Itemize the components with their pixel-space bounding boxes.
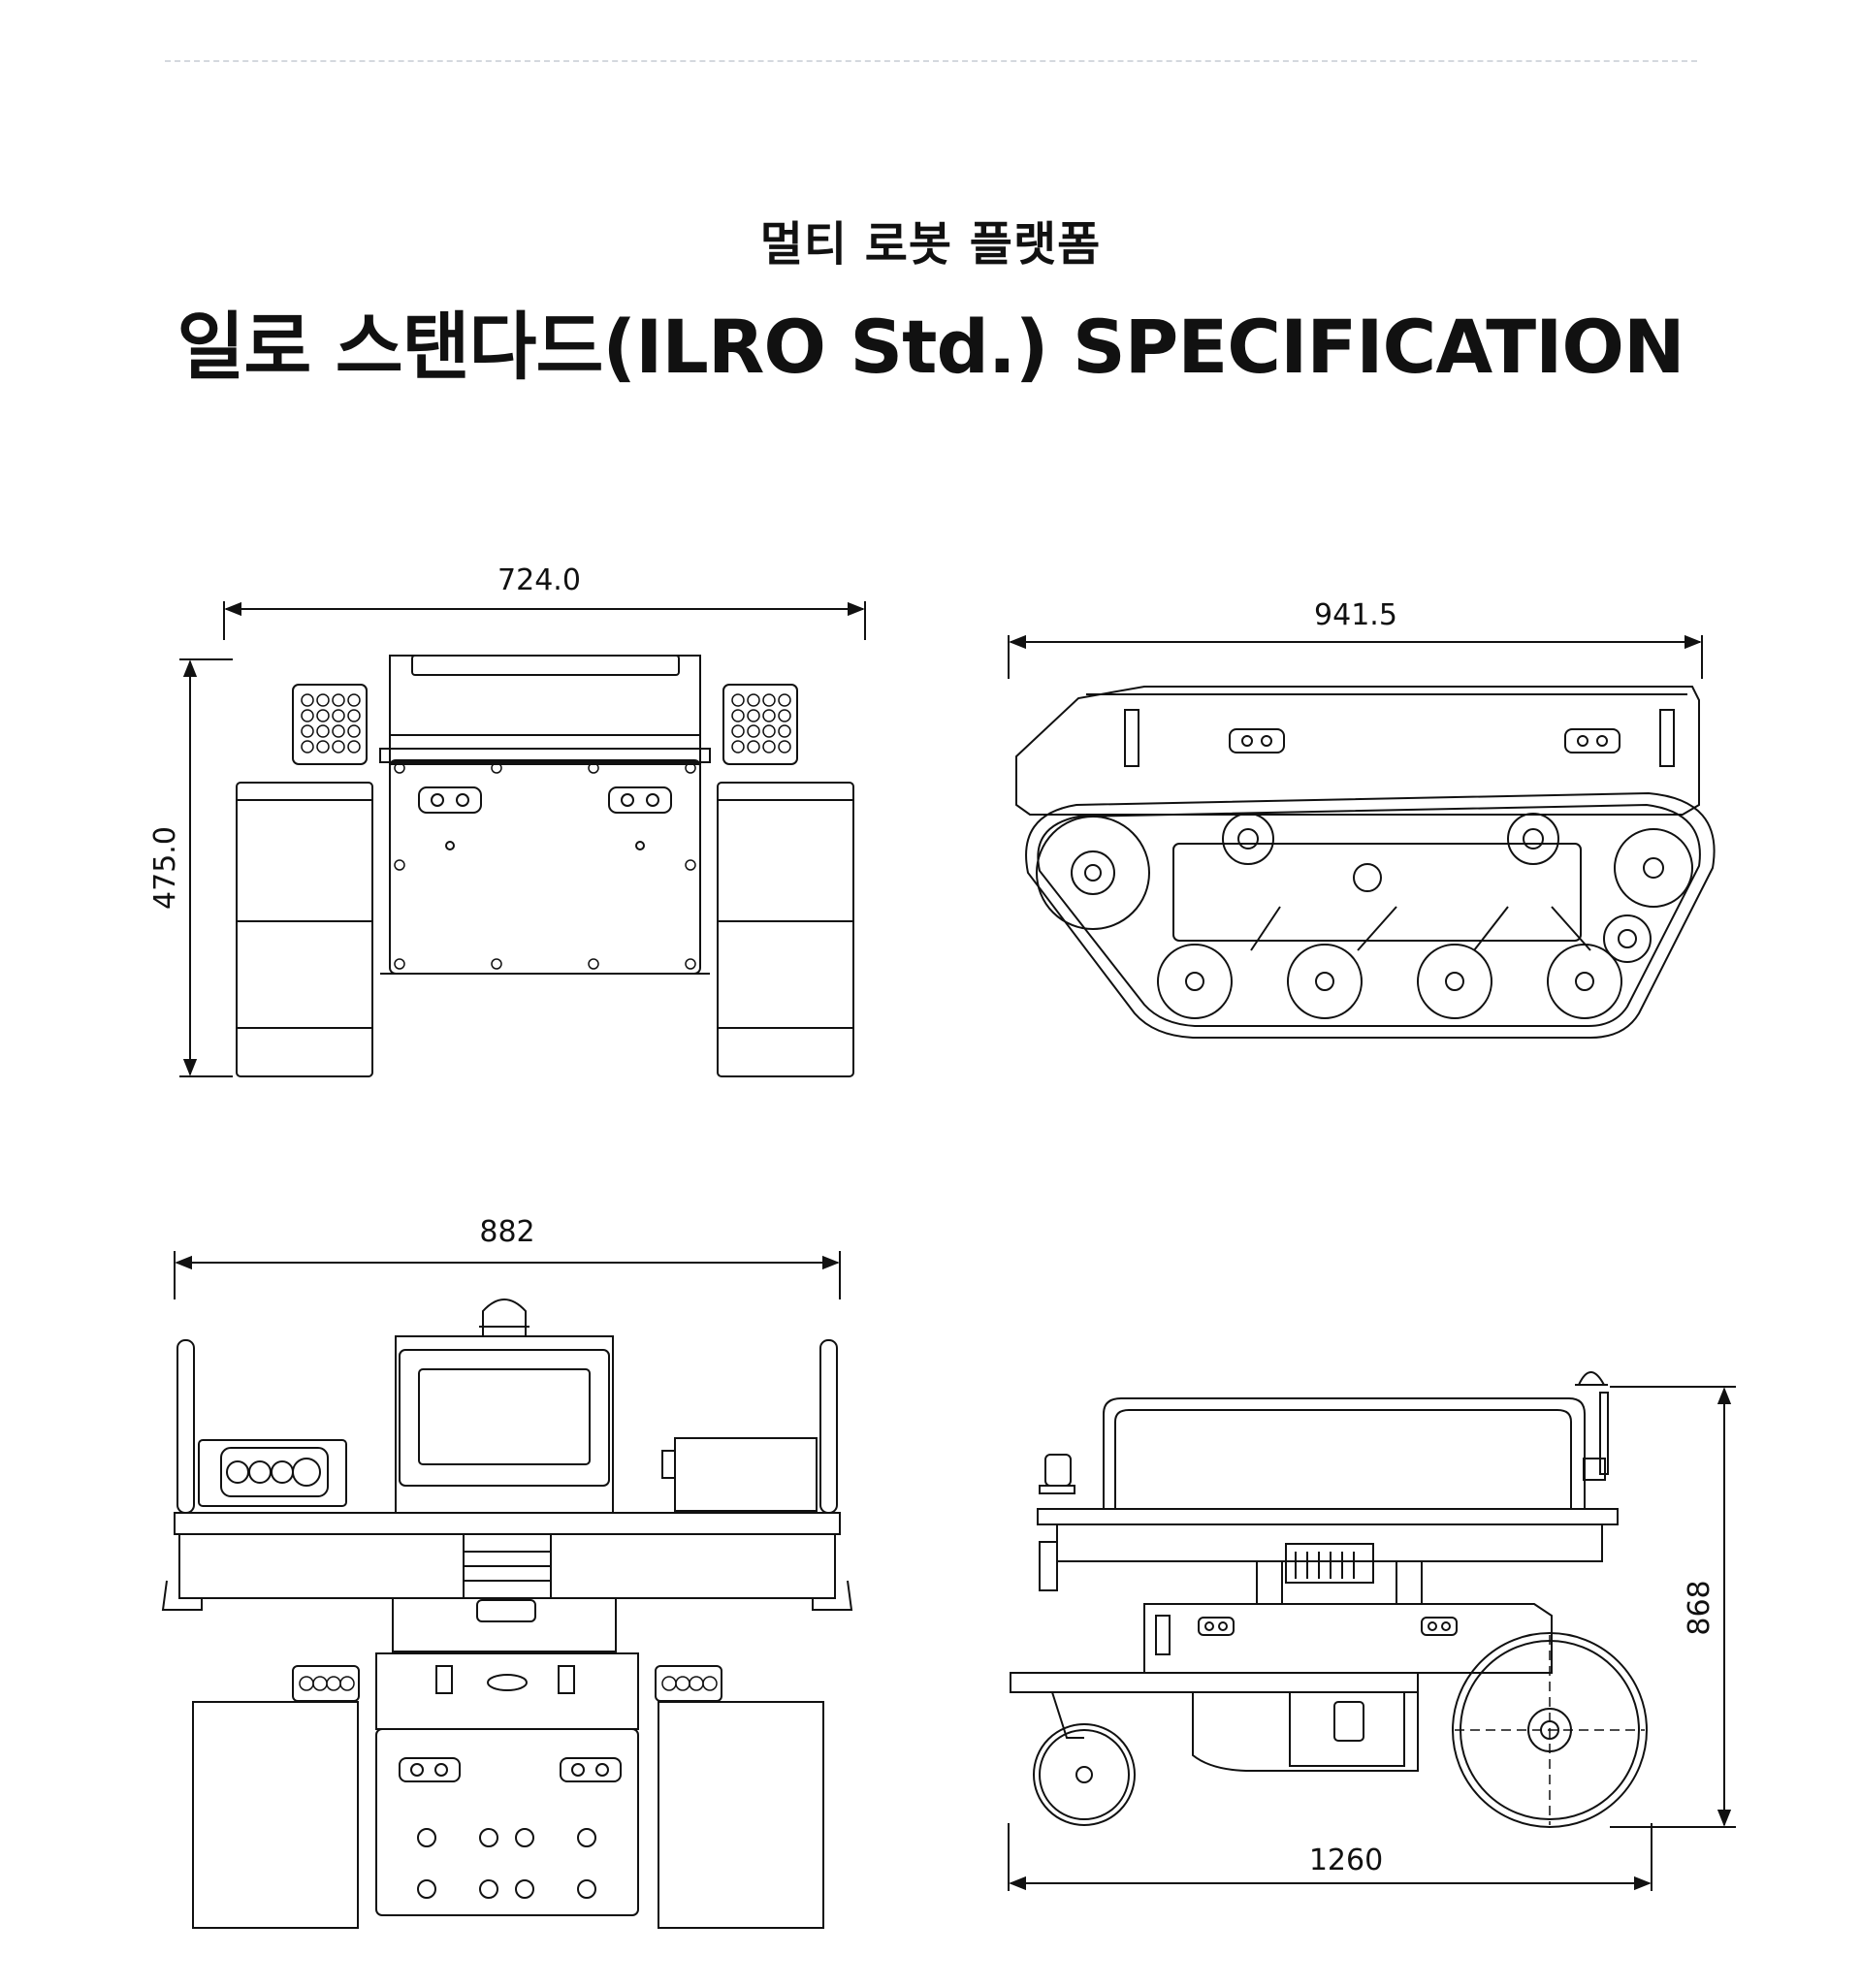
- top-divider: [165, 60, 1697, 62]
- rear-width-dimension: 882: [479, 1215, 534, 1249]
- front-height-dimension: 475.0: [148, 826, 182, 910]
- page-subtitle: 멀티 로봇 플랫폼: [759, 217, 1102, 272]
- side-view: [1008, 634, 1716, 1039]
- rear-view: [161, 1251, 853, 1929]
- full-side-height-dimension: 868: [1683, 1580, 1717, 1635]
- front-view: [179, 601, 866, 1077]
- page-title: 일로 스탠다드(ILRO Std.) SPECIFICATION: [176, 304, 1685, 390]
- full-side-view: [1008, 1371, 1736, 1891]
- side-length-dimension: 941.5: [1314, 598, 1397, 632]
- full-side-length-dimension: 1260: [1309, 1844, 1383, 1877]
- front-width-dimension: 724.0: [497, 563, 581, 597]
